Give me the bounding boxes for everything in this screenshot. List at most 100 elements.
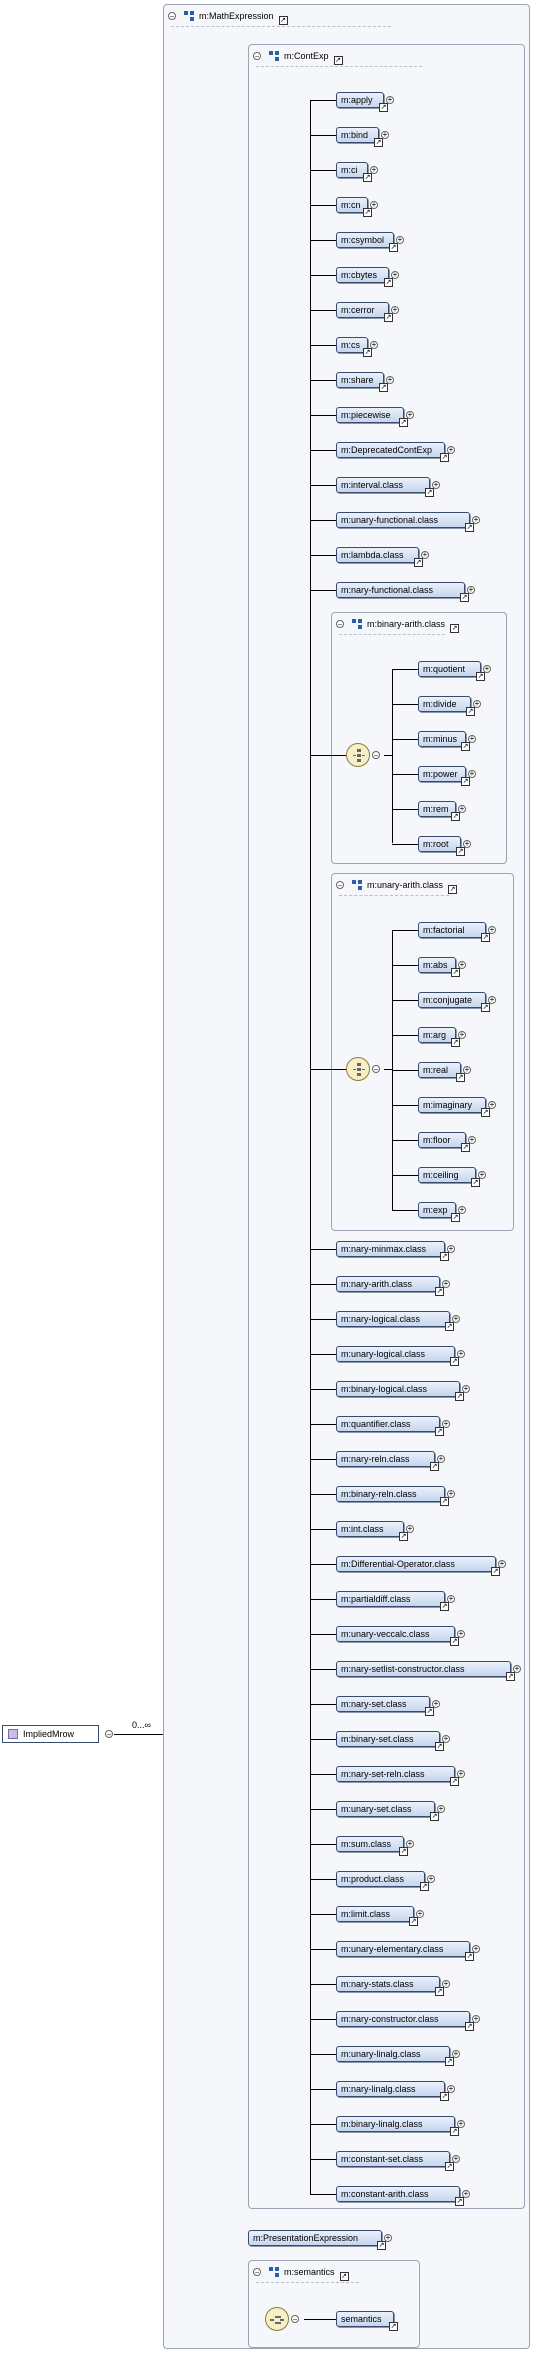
jump-icon[interactable]: ↗ xyxy=(461,742,470,751)
jump-icon[interactable]: ↗ xyxy=(451,968,460,977)
binary-arith-item-4[interactable]: m:rem↗ xyxy=(418,801,460,821)
unary-arith-item-8[interactable]: m:exp↗ xyxy=(418,1202,460,1222)
expand-icon[interactable]: + xyxy=(416,1909,424,1918)
unary-arith-item-0[interactable]: m:factorial↗ xyxy=(418,922,490,942)
cont-exp-item-12[interactable]: m:unary-functional.class↗ xyxy=(336,512,474,532)
jump-icon[interactable]: ↗ xyxy=(465,523,474,532)
jump-icon[interactable]: ↗ xyxy=(399,418,408,427)
cont-exp-item-2[interactable]: m:ci↗ xyxy=(336,162,372,182)
expand-icon[interactable]: + xyxy=(442,1279,450,1288)
expand-icon[interactable]: + xyxy=(468,734,476,743)
expand-icon[interactable]: + xyxy=(462,1384,470,1393)
jump-icon[interactable]: ↗ xyxy=(440,2092,449,2101)
expand-icon[interactable]: + xyxy=(437,1454,445,1463)
root-element-implied-mrow[interactable]: ImpliedMrow xyxy=(2,1725,99,1743)
jump-icon[interactable]: ↗ xyxy=(379,103,388,112)
expand-icon[interactable]: + xyxy=(458,1030,466,1039)
jump-icon[interactable]: ↗ xyxy=(363,208,372,217)
cont-exp-item-b-3[interactable]: m:unary-logical.class↗ xyxy=(336,1346,459,1366)
jump-icon[interactable]: ↗ xyxy=(471,1178,480,1187)
collapse-icon[interactable]: − xyxy=(253,2268,261,2277)
jump-icon[interactable]: ↗ xyxy=(455,2197,464,2206)
cont-exp-item-b-12[interactable]: m:nary-setlist-constructor.class↗ xyxy=(336,1661,515,1681)
jump-icon[interactable]: ↗ xyxy=(278,15,288,25)
expand-icon[interactable]: + xyxy=(463,1065,471,1074)
cont-exp-item-b-21[interactable]: m:nary-stats.class↗ xyxy=(336,1976,444,1996)
collapse-icon[interactable]: − xyxy=(372,1065,380,1074)
jump-icon[interactable]: ↗ xyxy=(451,812,460,821)
unary-arith-item-6[interactable]: m:floor↗ xyxy=(418,1132,470,1152)
collapse-icon[interactable]: − xyxy=(336,881,344,890)
cont-exp-item-b-27[interactable]: m:constant-arith.class↗ xyxy=(336,2186,464,2206)
jump-icon[interactable]: ↗ xyxy=(506,1672,515,1681)
expand-icon[interactable]: + xyxy=(483,664,491,673)
expand-icon[interactable]: + xyxy=(463,839,471,848)
jump-icon[interactable]: ↗ xyxy=(440,1497,449,1506)
expand-icon[interactable]: + xyxy=(467,585,475,594)
expand-icon[interactable]: + xyxy=(406,1524,414,1533)
expand-icon[interactable]: + xyxy=(457,1349,465,1358)
expand-icon[interactable]: + xyxy=(442,1734,450,1743)
unary-arith-item-4[interactable]: m:real↗ xyxy=(418,1062,465,1082)
cont-exp-item-4[interactable]: m:csymbol↗ xyxy=(336,232,398,252)
expand-icon[interactable]: + xyxy=(458,1205,466,1214)
cont-exp-item-8[interactable]: m:share↗ xyxy=(336,372,388,392)
collapse-icon[interactable]: − xyxy=(336,620,344,629)
unary-arith-item-3[interactable]: m:arg↗ xyxy=(418,1027,460,1047)
collapse-icon[interactable]: − xyxy=(372,751,380,760)
cont-exp-item-9[interactable]: m:piecewise↗ xyxy=(336,407,408,427)
jump-icon[interactable]: ↗ xyxy=(377,2241,386,2250)
jump-icon[interactable]: ↗ xyxy=(460,593,469,602)
jump-icon[interactable]: ↗ xyxy=(455,1392,464,1401)
semantics-element[interactable]: semantics↗ xyxy=(336,2311,398,2331)
expand-icon[interactable]: + xyxy=(370,340,378,349)
cont-exp-item-b-20[interactable]: m:unary-elementary.class↗ xyxy=(336,1941,474,1961)
expand-icon[interactable]: + xyxy=(478,1170,486,1179)
jump-icon[interactable]: ↗ xyxy=(425,1707,434,1716)
sequence-compositor-semantics[interactable] xyxy=(265,2307,289,2331)
expand-icon[interactable]: + xyxy=(432,480,440,489)
cont-exp-item-11[interactable]: m:interval.class↗ xyxy=(336,477,434,497)
cont-exp-item-b-19[interactable]: m:limit.class↗ xyxy=(336,1906,418,1926)
binary-arith-item-2[interactable]: m:minus↗ xyxy=(418,731,470,751)
jump-icon[interactable]: ↗ xyxy=(435,1987,444,1996)
jump-icon[interactable]: ↗ xyxy=(466,707,475,716)
jump-icon[interactable]: ↗ xyxy=(445,2057,454,2066)
cont-exp-item-b-22[interactable]: m:nary-constructor.class↗ xyxy=(336,2011,474,2031)
expand-icon[interactable]: + xyxy=(442,1419,450,1428)
expand-icon[interactable]: + xyxy=(472,1944,480,1953)
jump-icon[interactable]: ↗ xyxy=(440,453,449,462)
choice-compositor-unary-arith[interactable] xyxy=(346,1057,370,1081)
jump-icon[interactable]: ↗ xyxy=(461,777,470,786)
collapse-icon[interactable]: − xyxy=(291,2315,299,2324)
unary-arith-item-7[interactable]: m:ceiling↗ xyxy=(418,1167,480,1187)
jump-icon[interactable]: ↗ xyxy=(339,2271,349,2281)
jump-icon[interactable]: ↗ xyxy=(451,1038,460,1047)
expand-icon[interactable]: + xyxy=(458,960,466,969)
jump-icon[interactable]: ↗ xyxy=(465,1952,474,1961)
jump-icon[interactable]: ↗ xyxy=(450,2127,459,2136)
binary-arith-item-5[interactable]: m:root↗ xyxy=(418,836,465,856)
expand-icon[interactable]: + xyxy=(468,1135,476,1144)
cont-exp-item-b-0[interactable]: m:nary-minmax.class↗ xyxy=(336,1241,449,1261)
jump-icon[interactable]: ↗ xyxy=(491,1567,500,1576)
jump-icon[interactable]: ↗ xyxy=(384,278,393,287)
jump-icon[interactable]: ↗ xyxy=(450,1777,459,1786)
jump-icon[interactable]: ↗ xyxy=(435,1427,444,1436)
collapse-icon[interactable]: − xyxy=(253,52,261,61)
jump-icon[interactable]: ↗ xyxy=(440,1252,449,1261)
jump-icon[interactable]: ↗ xyxy=(435,1742,444,1751)
expand-icon[interactable]: + xyxy=(427,1874,435,1883)
expand-icon[interactable]: + xyxy=(391,270,399,279)
cont-exp-item-0[interactable]: m:apply↗ xyxy=(336,92,388,112)
expand-icon[interactable]: + xyxy=(452,2154,460,2163)
jump-icon[interactable]: ↗ xyxy=(425,488,434,497)
expand-icon[interactable]: + xyxy=(458,804,466,813)
expand-icon[interactable]: + xyxy=(513,1664,521,1673)
jump-icon[interactable]: ↗ xyxy=(389,2322,398,2331)
cont-exp-item-6[interactable]: m:cerror↗ xyxy=(336,302,393,322)
cont-exp-item-b-4[interactable]: m:binary-logical.class↗ xyxy=(336,1381,464,1401)
cont-exp-item-b-14[interactable]: m:binary-set.class↗ xyxy=(336,1731,444,1751)
expand-icon[interactable]: + xyxy=(468,769,476,778)
jump-icon[interactable]: ↗ xyxy=(481,933,490,942)
